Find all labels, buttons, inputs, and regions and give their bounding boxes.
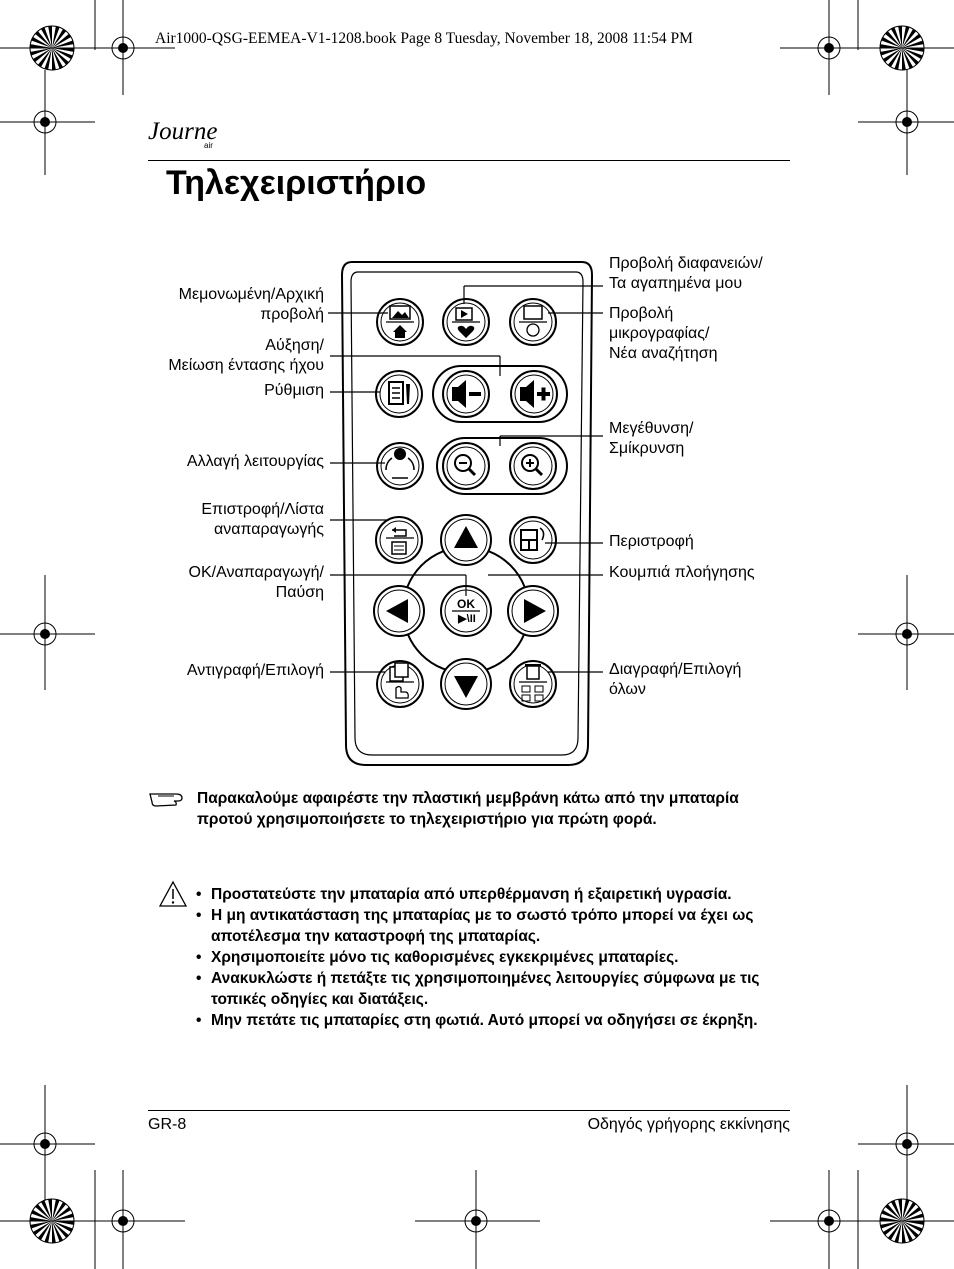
warning-list: Προστατεύστε την μπαταρία από υπερθέρμαν… <box>196 884 796 1031</box>
warning-icon <box>158 880 188 907</box>
warning-item: Ανακυκλώστε ή πετάξτε τις χρησιμοποιημέν… <box>196 968 796 1010</box>
guide-name: Οδηγός γρήγορης εκκίνησης <box>587 1116 790 1133</box>
warning-item: Μην πετάτε τις μπαταρίες στη φωτιά. Αυτό… <box>196 1010 796 1031</box>
warning-item: Προστατεύστε την μπαταρία από υπερθέρμαν… <box>196 884 796 905</box>
note-text: Παρακαλούμε αφαιρέστε την πλαστική μεμβρ… <box>197 790 739 828</box>
play-pause-label: ▶\II <box>458 613 476 625</box>
label-navigation: Κουμπιά πλοήγησης <box>609 564 755 581</box>
label-mode-change: Αλλαγή λειτουργίας <box>186 453 324 470</box>
footer-divider <box>148 1110 790 1111</box>
page-title: Τηλεχειριστήριο <box>166 164 427 202</box>
warning-item: Η μη αντικατάσταση της μπαταρίας με το σ… <box>196 905 796 947</box>
print-header: Air1000-QSG-EEMEA-V1-1208.book Page 8 Tu… <box>155 30 693 47</box>
label-rotate: Περιστροφή <box>609 533 694 550</box>
warning-item: Χρησιμοποιείτε μόνο τις καθορισμένες εγκ… <box>196 947 796 968</box>
label-copy-select: Αντιγραφή/Επιλογή <box>186 662 324 679</box>
label-zoom: Μεγέθυνση/Σμίκρυνση <box>609 420 694 457</box>
label-volume: Αύξηση/Μείωση έντασης ήχου <box>168 337 324 374</box>
label-settings: Ρύθμιση <box>264 382 324 399</box>
ok-button-label: OK <box>457 597 475 611</box>
pointing-hand-icon <box>149 793 183 807</box>
label-slideshow: Προβολή διαφανειών/Τα αγαπημένα μου <box>609 255 763 292</box>
brand-logo-sub: air <box>204 141 213 150</box>
brand-logo: Journe <box>148 118 218 145</box>
header-divider <box>148 160 790 161</box>
label-ok-play-pause: OK/Αναπαραγωγή/Παύση <box>188 564 324 601</box>
page-number: GR-8 <box>148 1116 187 1133</box>
